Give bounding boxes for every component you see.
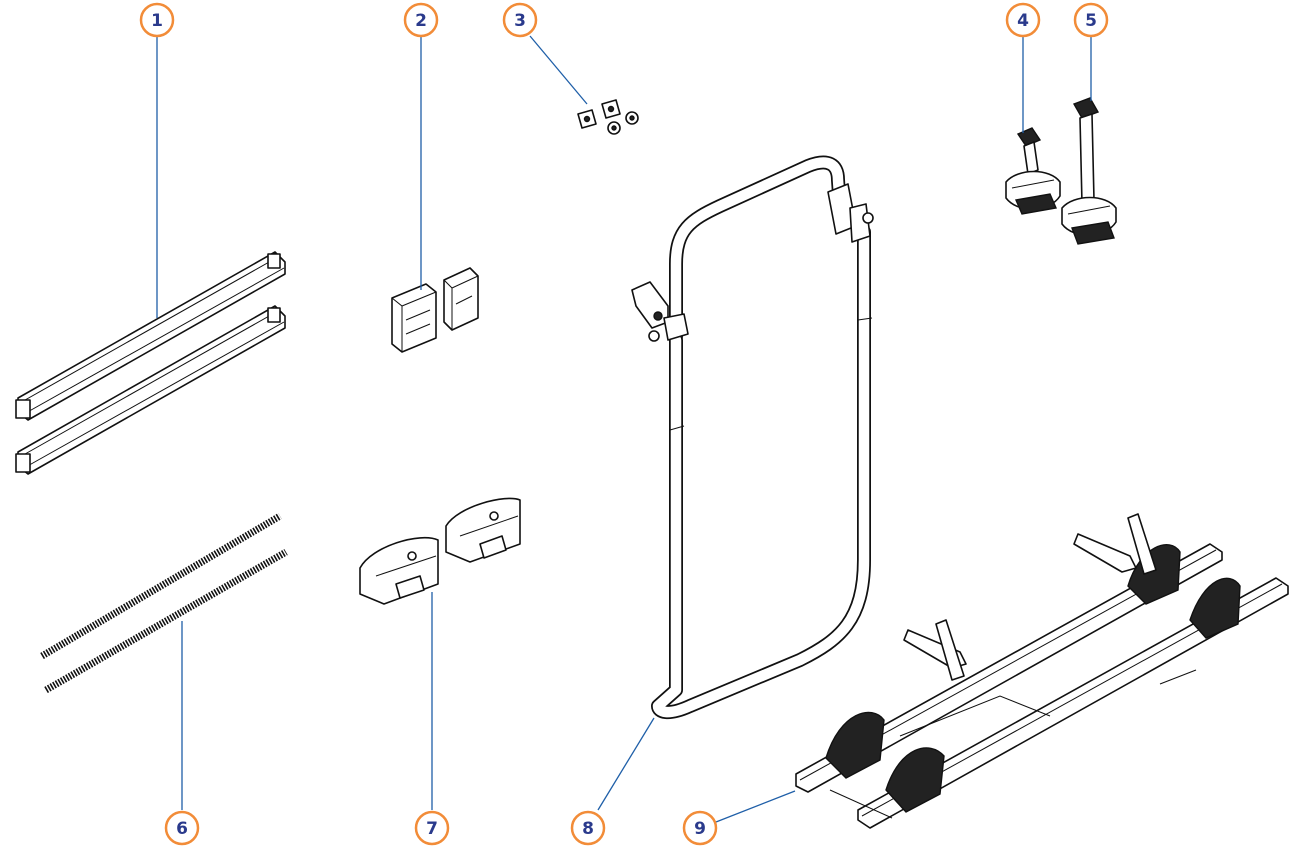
part-7-feet xyxy=(359,497,521,605)
rail-lower xyxy=(15,305,286,475)
part-3-hardware xyxy=(577,99,639,135)
leader-9 xyxy=(715,790,796,823)
callout-5-label: 5 xyxy=(1085,11,1097,31)
part-5-holder-tall xyxy=(1061,97,1117,245)
callout-1: 1 xyxy=(139,2,175,38)
callout-5: 5 xyxy=(1073,2,1109,38)
part-4-holder-short xyxy=(1005,127,1061,215)
callout-9-label: 9 xyxy=(694,819,706,839)
callout-8: 8 xyxy=(570,810,606,846)
callout-6: 6 xyxy=(164,810,200,846)
foot-left xyxy=(359,536,439,605)
callout-3: 3 xyxy=(502,2,538,38)
part-1-rails xyxy=(15,251,286,475)
callout-4: 4 xyxy=(1005,2,1041,38)
part-6-straps xyxy=(40,512,288,694)
callout-3-label: 3 xyxy=(514,11,526,31)
part-9-carrier xyxy=(795,513,1289,829)
leader-lines xyxy=(156,35,1092,823)
leader-8 xyxy=(597,717,655,811)
callout-2-label: 2 xyxy=(415,11,427,31)
rail-upper xyxy=(15,251,286,421)
callout-6-label: 6 xyxy=(176,819,188,839)
leader-3 xyxy=(529,35,588,105)
callout-7-label: 7 xyxy=(426,819,438,839)
callout-9: 9 xyxy=(682,810,718,846)
callout-1-label: 1 xyxy=(151,11,163,31)
callout-4-label: 4 xyxy=(1017,11,1029,31)
strap-upper xyxy=(40,512,282,660)
foot-right xyxy=(445,497,521,563)
part-2-clamps xyxy=(391,267,479,353)
callout-7: 7 xyxy=(414,810,450,846)
clamp-left xyxy=(391,283,437,353)
callout-2: 2 xyxy=(403,2,439,38)
strap-lower xyxy=(44,548,288,694)
clamp-right xyxy=(443,267,479,331)
part-8-frame xyxy=(631,155,874,719)
callout-8-label: 8 xyxy=(582,819,594,839)
